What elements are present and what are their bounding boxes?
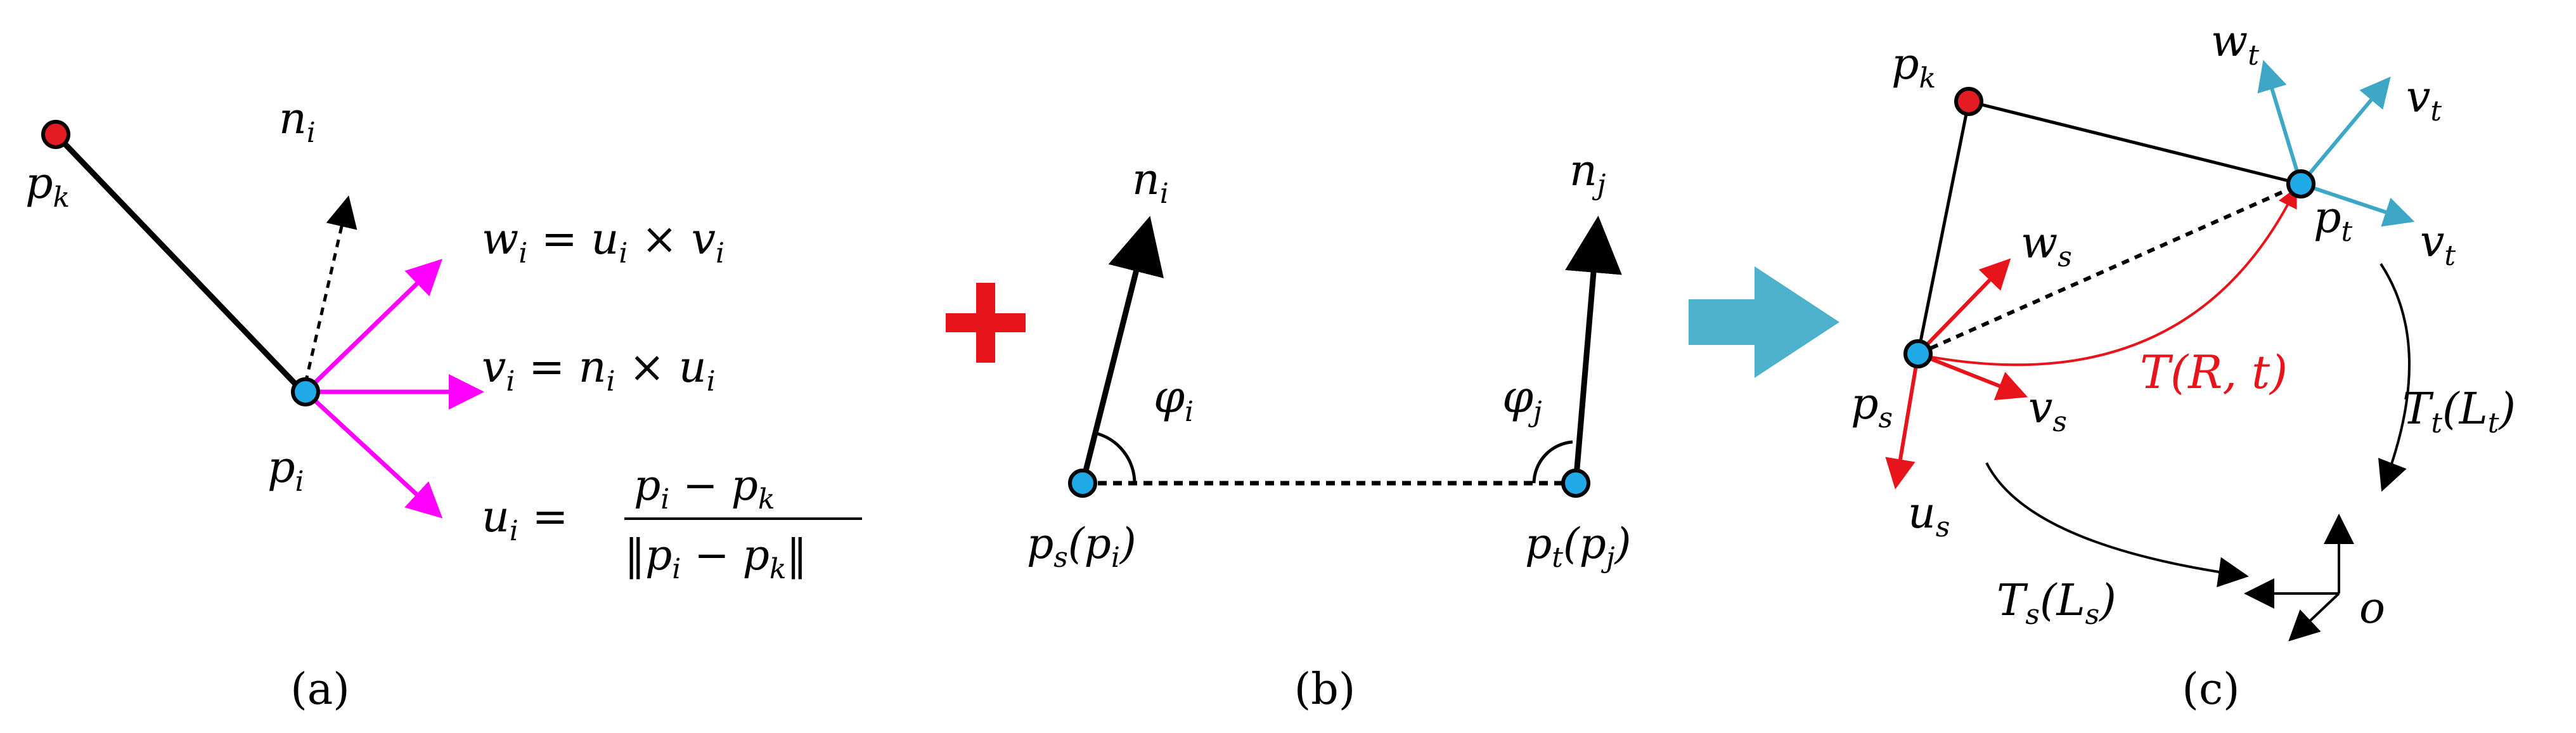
caption-c: (c) <box>2182 665 2239 715</box>
point-pi <box>291 377 320 406</box>
normal-nj <box>1565 216 1622 484</box>
label-origin: o <box>2359 583 2385 633</box>
label-ws: ws <box>2021 218 2072 273</box>
arrow-vt-up <box>2299 76 2391 185</box>
transform-curve <box>1920 186 2297 366</box>
label-transform: T(R, t) <box>2140 346 2288 399</box>
point-pt-c <box>2286 169 2315 198</box>
label-pk: pk <box>25 159 70 214</box>
arrow-ws <box>1916 258 2011 356</box>
label-wt: wt <box>2211 16 2259 72</box>
equation-ui-lhs: ui = <box>482 492 568 547</box>
label-Ts: Ts(Ls) <box>1997 576 2116 631</box>
equation-ui-numerator: pi − pk <box>634 461 775 516</box>
curve-Ts <box>1985 462 2249 588</box>
point-ps <box>1068 469 1097 498</box>
angle-arc-phi-j <box>1532 440 1573 484</box>
curve-Tt <box>2378 263 2411 492</box>
arrow-wt <box>2257 60 2303 185</box>
label-ni-b: ni <box>1132 155 1169 210</box>
equation-vi: vi = ni × ui <box>482 342 716 398</box>
normal-ni-dashed <box>304 195 357 384</box>
arrow-vs <box>1917 352 2028 401</box>
angle-arc-phi-i <box>1095 431 1137 484</box>
edge-pk-ps <box>1916 101 1971 354</box>
caption-b: (b) <box>1294 665 1356 715</box>
panel-a: pk ni pi wi = ui × vi vi = ni × ui ui = … <box>25 94 862 715</box>
caption-a: (a) <box>290 665 350 715</box>
point-pk-c <box>1954 87 1983 116</box>
arrow-wi <box>304 259 443 394</box>
label-us: us <box>1908 488 1950 543</box>
arrow-us <box>1885 353 1920 490</box>
label-ps-c: ps <box>1851 379 1893 434</box>
label-vs: vs <box>2028 383 2067 438</box>
right-arrow-icon <box>1689 266 1839 378</box>
edge-pk-pi <box>53 132 306 394</box>
label-pt-c: pt <box>2314 193 2353 248</box>
edge-pk-pt <box>1968 100 2302 186</box>
point-pt <box>1561 469 1590 498</box>
label-vt-up: vt <box>2406 72 2442 127</box>
label-pk-c: pk <box>1891 39 1936 94</box>
point-pk <box>41 120 70 149</box>
label-phi-i: φi <box>1154 371 1194 428</box>
plus-icon <box>946 283 1026 363</box>
label-vt-down: vt <box>2420 217 2456 272</box>
panel-c: pk wt vt vt pt ws ps vs us T(R, t) Tt(Lt… <box>1851 16 2516 715</box>
label-nj-b: nj <box>1569 146 1606 201</box>
dashed-ps-pt-c <box>1917 182 2302 356</box>
panel-b: ni nj φi φj ps(pi) pt(pj) (b) <box>1027 146 1631 715</box>
label-ni: ni <box>279 94 316 149</box>
point-ps-c <box>1903 339 1933 368</box>
label-phi-j: φj <box>1502 371 1542 428</box>
label-pt-pj: pt(pj) <box>1525 519 1631 574</box>
equation-ui-denominator: ‖pi − pk‖ <box>624 531 808 585</box>
label-pi: pi <box>267 443 304 498</box>
label-ps-pi: ps(pi) <box>1027 519 1137 574</box>
equation-wi: wi = ui × vi <box>482 214 724 269</box>
arrow-vt-down <box>2300 182 2415 227</box>
origin-axis-diag <box>2288 592 2340 642</box>
normal-ni <box>1079 216 1164 484</box>
label-Tt: Tt(Lt) <box>2402 384 2516 439</box>
arrow-ui <box>304 390 443 519</box>
